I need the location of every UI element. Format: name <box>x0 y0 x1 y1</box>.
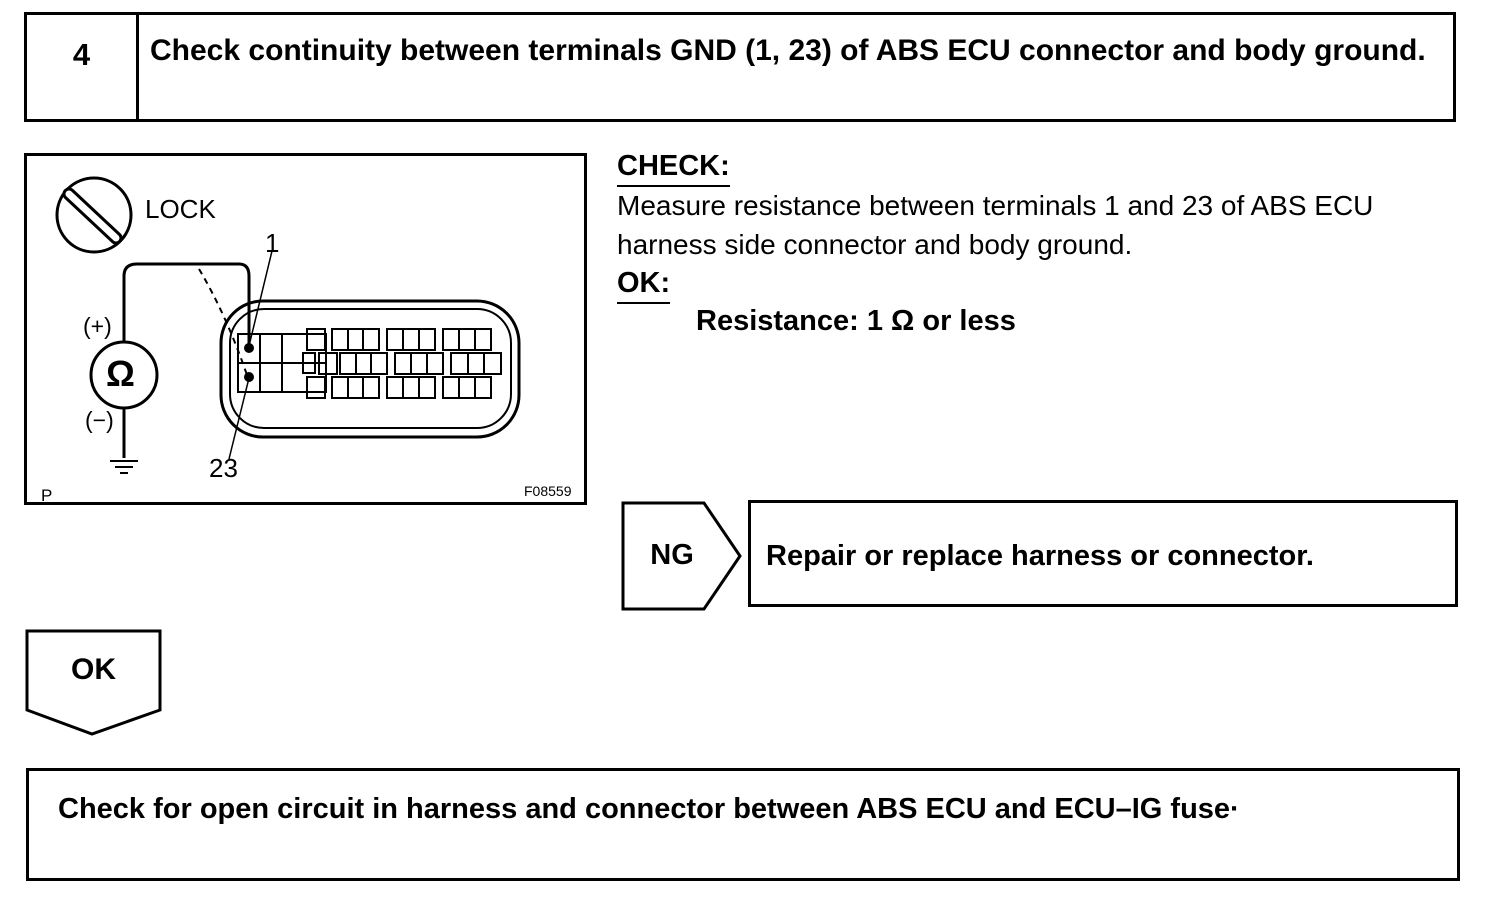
step-title: Check continuity between terminals GND (… <box>150 34 1426 67</box>
ok-branch-label: OK <box>71 653 116 686</box>
step-number: 4 <box>27 15 139 119</box>
ohm-symbol: Ω <box>106 353 135 394</box>
check-instructions: Measure resistance between terminals 1 a… <box>617 190 1374 260</box>
terminal-1-label: 1 <box>265 228 280 258</box>
ok-specification: Resistance: 1 Ω or less <box>696 305 1016 337</box>
ok-arrow-icon <box>25 629 162 736</box>
connector-illustration <box>55 176 521 474</box>
plus-lead-label: (+) <box>83 313 112 339</box>
step-header: 4 Check continuity between terminals GND… <box>24 12 1456 122</box>
minus-lead-label: (−) <box>85 407 114 433</box>
ground-symbol-icon <box>110 460 138 474</box>
figure-code: F08559 <box>524 483 572 499</box>
check-heading: CHECK: <box>617 150 730 187</box>
ng-arrow-icon <box>621 501 742 611</box>
connector-diagram: LOCK 1 23 (+) (−) Ω P F08559 <box>24 153 587 505</box>
ng-branch-label: NG <box>650 539 694 571</box>
next-step-box: Check for open circuit in harness and co… <box>26 768 1460 881</box>
ignition-lock-icon <box>55 176 133 254</box>
diagram-corner-label: P <box>41 486 53 505</box>
lock-label: LOCK <box>145 194 216 224</box>
ohmmeter-icon <box>89 250 273 460</box>
terminal-23-label: 23 <box>209 453 238 483</box>
ok-heading: OK: <box>617 267 671 304</box>
ng-action-box: Repair or replace harness or connector. <box>748 500 1458 607</box>
ecu-connector-icon <box>219 299 521 439</box>
